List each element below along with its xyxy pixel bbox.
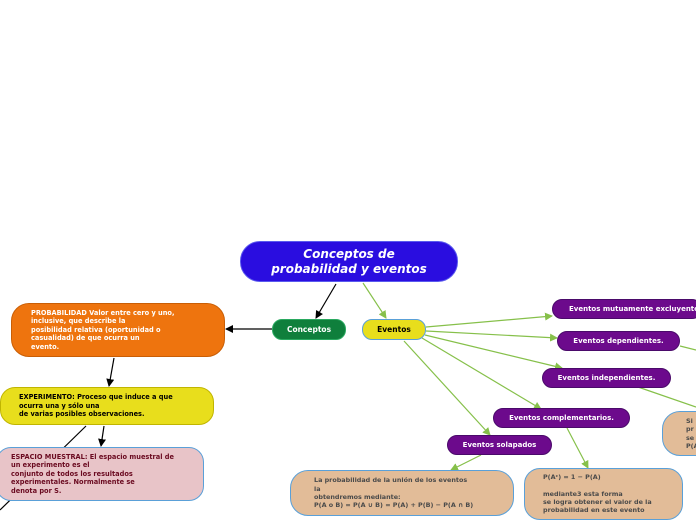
connector-eventos-solapados xyxy=(403,340,491,436)
partial-right-text: Si pr se P(A xyxy=(686,416,696,450)
eventos-mutuamente-label: Eventos mutuamente excluyentes xyxy=(569,305,696,313)
complement-probability-text: P(Aᶜ) = 1 − P(A) mediante3 esta forma se… xyxy=(543,473,652,515)
connector-probabilidad-experimento xyxy=(106,357,115,387)
complement-probability-node[interactable]: P(Aᶜ) = 1 − P(A) mediante3 esta forma se… xyxy=(524,468,683,520)
experimento-text: EXPERIMENTO: Proceso que induce a que oc… xyxy=(19,393,173,419)
connector-dependientes-offscreen xyxy=(679,345,696,351)
connector-eventos-dependientes xyxy=(425,330,558,342)
root-topic-label: Conceptos de probabilidad y eventos xyxy=(271,246,427,276)
probabilidad-node[interactable]: PROBABILIDAD Valor entre cero y uno, inc… xyxy=(11,303,225,357)
eventos-solapados-node[interactable]: Eventos solapados xyxy=(447,435,552,455)
eventos-complementarios-label: Eventos complementarios. xyxy=(509,414,614,422)
conceptos-node[interactable]: Conceptos xyxy=(272,319,346,340)
espacio-muestral-text: ESPACIO MUESTRAL: El espacio muestral de… xyxy=(11,452,174,495)
experimento-node[interactable]: EXPERIMENTO: Proceso que induce a que oc… xyxy=(0,387,214,425)
espacio-muestral-node[interactable]: ESPACIO MUESTRAL: El espacio muestral de… xyxy=(0,447,204,501)
eventos-complementarios-node[interactable]: Eventos complementarios. xyxy=(493,408,630,428)
eventos-solapados-label: Eventos solapados xyxy=(462,441,537,449)
union-probability-text: La probabilidad de la unión de los event… xyxy=(314,476,474,510)
union-probability-node[interactable]: La probabilidad de la unión de los event… xyxy=(290,470,514,516)
partial-right-node[interactable]: Si pr se P(A xyxy=(662,411,696,456)
eventos-dependientes-label: Eventos dependientes. xyxy=(573,337,664,345)
connector-eventos-mutuamente xyxy=(425,312,553,328)
eventos-node[interactable]: Eventos xyxy=(362,319,426,340)
connector-solapados-union xyxy=(450,454,482,471)
connector-root-conceptos xyxy=(315,283,337,319)
conceptos-label: Conceptos xyxy=(286,325,332,334)
connector-independientes-offscreen xyxy=(637,386,696,408)
connector-root-eventos xyxy=(362,282,387,319)
eventos-mutuamente-node[interactable]: Eventos mutuamente excluyentes xyxy=(552,299,696,319)
connector-experimento-espacio xyxy=(98,425,106,447)
connector-eventos-complementarios xyxy=(421,337,542,410)
probabilidad-text: PROBABILIDAD Valor entre cero y uno, inc… xyxy=(31,308,175,351)
root-topic-node[interactable]: Conceptos de probabilidad y eventos xyxy=(240,241,458,282)
eventos-dependientes-node[interactable]: Eventos dependientes. xyxy=(557,331,680,351)
eventos-independientes-label: Eventos independientes. xyxy=(557,374,656,382)
connector-eventos-independientes xyxy=(424,334,563,371)
connector-complementarios-complement xyxy=(566,427,589,469)
eventos-label: Eventos xyxy=(377,325,411,334)
eventos-independientes-node[interactable]: Eventos independientes. xyxy=(542,368,671,388)
